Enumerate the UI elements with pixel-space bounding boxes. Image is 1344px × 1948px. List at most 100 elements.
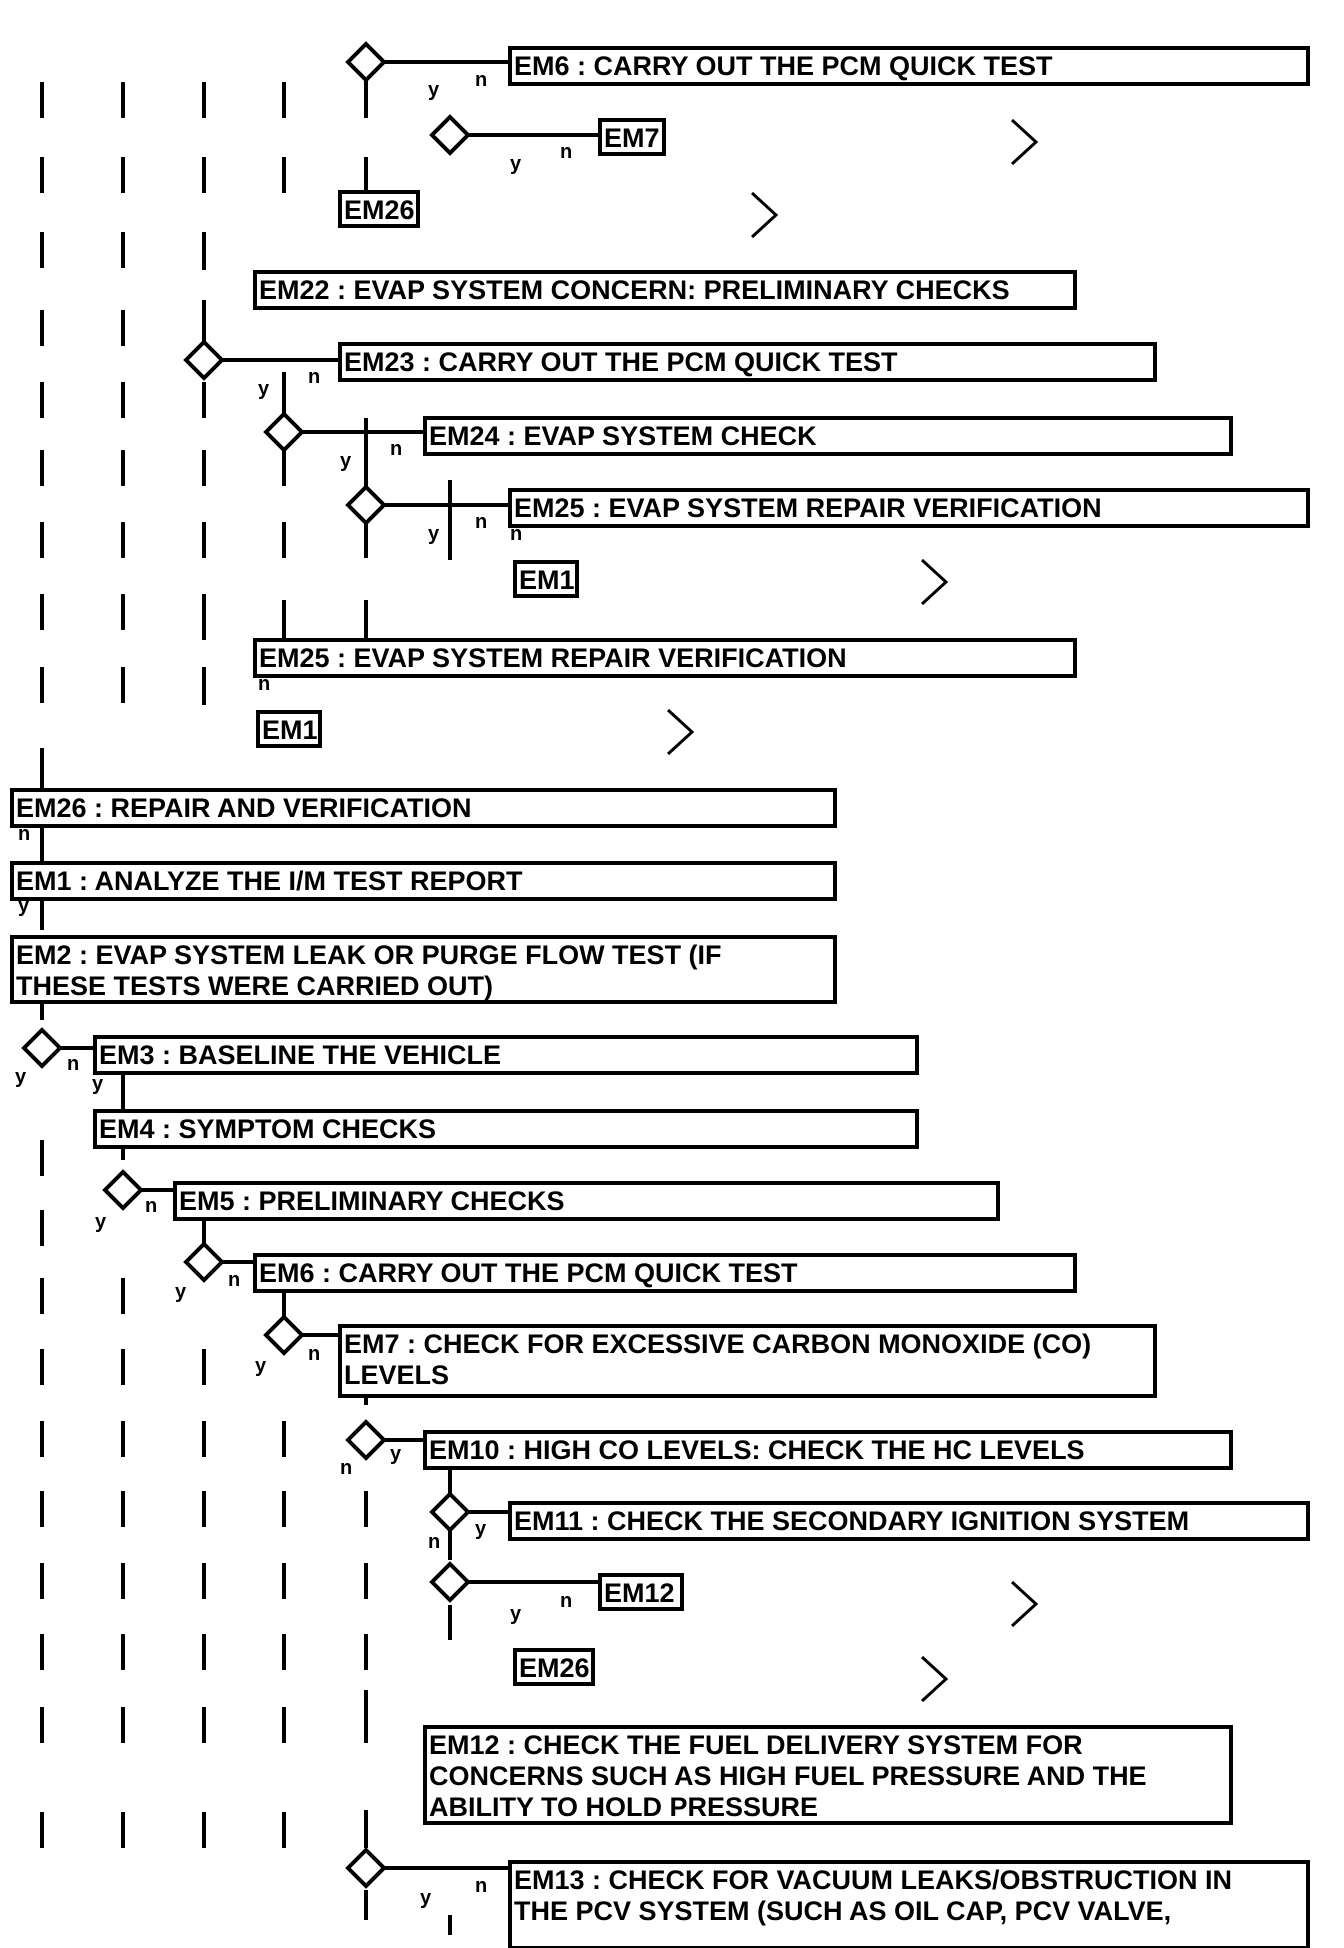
branch-label: n xyxy=(18,823,30,845)
step-box: EM6 : CARRY OUT THE PCM QUICK TEST xyxy=(508,46,1310,86)
step-label: EM1 : ANALYZE THE I/M TEST REPORT xyxy=(16,866,523,896)
step-box: EM1 xyxy=(256,710,322,748)
connector-lines xyxy=(40,60,600,1935)
continuation-arrows xyxy=(666,118,1039,1703)
step-label: EM25 : EVAP SYSTEM REPAIR VERIFICATION xyxy=(514,493,1102,523)
step-label: THE PCV SYSTEM (SUCH AS OIL CAP, PCV VAL… xyxy=(514,1896,1171,1926)
step-box: EM26 xyxy=(338,190,420,228)
branch-label: n xyxy=(475,1875,487,1897)
step-label: EM25 : EVAP SYSTEM REPAIR VERIFICATION xyxy=(259,643,847,673)
decision-diamond xyxy=(429,1491,471,1533)
decision-diamond xyxy=(345,1847,387,1889)
step-box: EM5 : PRELIMINARY CHECKS xyxy=(173,1181,1000,1221)
step-box: EM12 xyxy=(598,1573,684,1611)
step-box: EM7 : CHECK FOR EXCESSIVE CARBON MONOXID… xyxy=(338,1324,1157,1398)
step-label: EM26 : REPAIR AND VERIFICATION xyxy=(16,793,472,823)
step-box: EM1 xyxy=(513,560,579,598)
step-box: EM24 : EVAP SYSTEM CHECK xyxy=(423,416,1233,456)
step-label: CONCERNS SUCH AS HIGH FUEL PRESSURE AND … xyxy=(429,1761,1147,1791)
branch-label: y xyxy=(428,79,440,101)
step-box: EM6 : CARRY OUT THE PCM QUICK TEST xyxy=(253,1253,1077,1293)
branch-label: y xyxy=(340,450,352,472)
branch-label: n xyxy=(390,438,402,460)
branch-label: n xyxy=(145,1195,157,1217)
step-label: EM1 xyxy=(519,565,575,595)
branch-label: n xyxy=(308,1343,320,1365)
step-label: EM11 : CHECK THE SECONDARY IGNITION SYST… xyxy=(514,1506,1189,1536)
branch-label: n xyxy=(228,1269,240,1291)
step-box: EM12 : CHECK THE FUEL DELIVERY SYSTEM FO… xyxy=(423,1725,1233,1825)
branch-label: y xyxy=(92,1073,104,1095)
step-label: EM13 : CHECK FOR VACUUM LEAKS/OBSTRUCTIO… xyxy=(514,1865,1232,1895)
branch-label: y xyxy=(95,1211,107,1233)
branch-label: y xyxy=(18,895,30,917)
decision-diamond xyxy=(263,1314,305,1356)
decision-diamond xyxy=(183,1241,225,1283)
decision-diamond xyxy=(345,484,387,526)
step-box: EM3 : BASELINE THE VEHICLE xyxy=(93,1035,919,1075)
continuation-arrow-icon xyxy=(666,708,695,756)
branch-label: n xyxy=(308,366,320,388)
step-label: EM7 : CHECK FOR EXCESSIVE CARBON MONOXID… xyxy=(344,1329,1091,1359)
step-box: EM1 : ANALYZE THE I/M TEST REPORT xyxy=(10,861,837,901)
step-label: EM10 : HIGH CO LEVELS: CHECK THE HC LEVE… xyxy=(429,1435,1085,1465)
step-label: THESE TESTS WERE CARRIED OUT) xyxy=(16,971,493,1001)
step-box: EM7 xyxy=(598,118,666,156)
decision-diamond xyxy=(21,1027,63,1069)
decision-diamond xyxy=(102,1169,144,1211)
step-box: EM22 : EVAP SYSTEM CONCERN: PRELIMINARY … xyxy=(253,270,1077,310)
step-label: EM6 : CARRY OUT THE PCM QUICK TEST xyxy=(259,1258,798,1288)
decision-diamond xyxy=(263,411,305,453)
step-label: EM2 : EVAP SYSTEM LEAK OR PURGE FLOW TES… xyxy=(16,940,722,970)
branch-label: y xyxy=(255,1355,267,1377)
branch-label: y xyxy=(510,1603,522,1625)
decision-diamond xyxy=(429,1561,471,1603)
step-label: EM26 xyxy=(519,1653,590,1683)
decision-diamonds xyxy=(21,41,471,1889)
continuation-arrow-icon xyxy=(920,558,949,606)
step-box: EM26 xyxy=(513,1648,595,1686)
step-box: EM25 : EVAP SYSTEM REPAIR VERIFICATION xyxy=(253,638,1077,678)
step-box: EM26 : REPAIR AND VERIFICATION xyxy=(10,788,837,828)
branch-label: y xyxy=(428,523,440,545)
step-box: EM4 : SYMPTOM CHECKS xyxy=(93,1109,919,1149)
branch-label: n xyxy=(475,511,487,533)
step-box: EM23 : CARRY OUT THE PCM QUICK TEST xyxy=(338,342,1157,382)
branch-label: n xyxy=(475,69,487,91)
step-box: EM25 : EVAP SYSTEM REPAIR VERIFICATION xyxy=(508,488,1310,528)
step-box: EM10 : HIGH CO LEVELS: CHECK THE HC LEVE… xyxy=(423,1430,1233,1470)
continuation-arrow-icon xyxy=(750,191,779,239)
step-label: ABILITY TO HOLD PRESSURE xyxy=(429,1792,818,1822)
branch-label: y xyxy=(15,1066,27,1088)
step-label: EM1 xyxy=(262,715,318,745)
branch-label: y xyxy=(420,1887,432,1909)
branch-label: n xyxy=(340,1457,352,1479)
step-box: EM13 : CHECK FOR VACUUM LEAKS/OBSTRUCTIO… xyxy=(508,1860,1310,1948)
step-label: LEVELS xyxy=(344,1360,449,1390)
continuation-arrow-icon xyxy=(920,1655,949,1703)
branch-label: n xyxy=(428,1531,440,1553)
branch-label: n xyxy=(510,523,522,545)
step-boxes: EM6 : CARRY OUT THE PCM QUICK TEST EM7EM2… xyxy=(10,46,1310,1948)
branch-label: y xyxy=(510,153,522,175)
branch-label: y xyxy=(258,378,270,400)
step-label: EM4 : SYMPTOM CHECKS xyxy=(99,1114,436,1144)
branch-label: n xyxy=(560,141,572,163)
decision-diamond xyxy=(429,114,471,156)
step-label: EM23 : CARRY OUT THE PCM QUICK TEST xyxy=(344,347,898,377)
branch-label: n xyxy=(67,1053,79,1075)
step-label: EM3 : BASELINE THE VEHICLE xyxy=(99,1040,501,1070)
step-label: EM22 : EVAP SYSTEM CONCERN: PRELIMINARY … xyxy=(259,275,1010,305)
step-label: EM12 xyxy=(604,1578,675,1608)
branch-label: y xyxy=(475,1518,487,1540)
step-label: EM12 : CHECK THE FUEL DELIVERY SYSTEM FO… xyxy=(429,1730,1083,1760)
step-label: EM6 : CARRY OUT THE PCM QUICK TEST xyxy=(514,51,1053,81)
decision-diamond xyxy=(183,339,225,381)
branch-label: n xyxy=(560,1590,572,1612)
branch-label: y xyxy=(390,1443,402,1465)
step-box: EM2 : EVAP SYSTEM LEAK OR PURGE FLOW TES… xyxy=(10,935,837,1004)
step-label: EM7 xyxy=(604,123,660,153)
branch-label: y xyxy=(175,1281,187,1303)
